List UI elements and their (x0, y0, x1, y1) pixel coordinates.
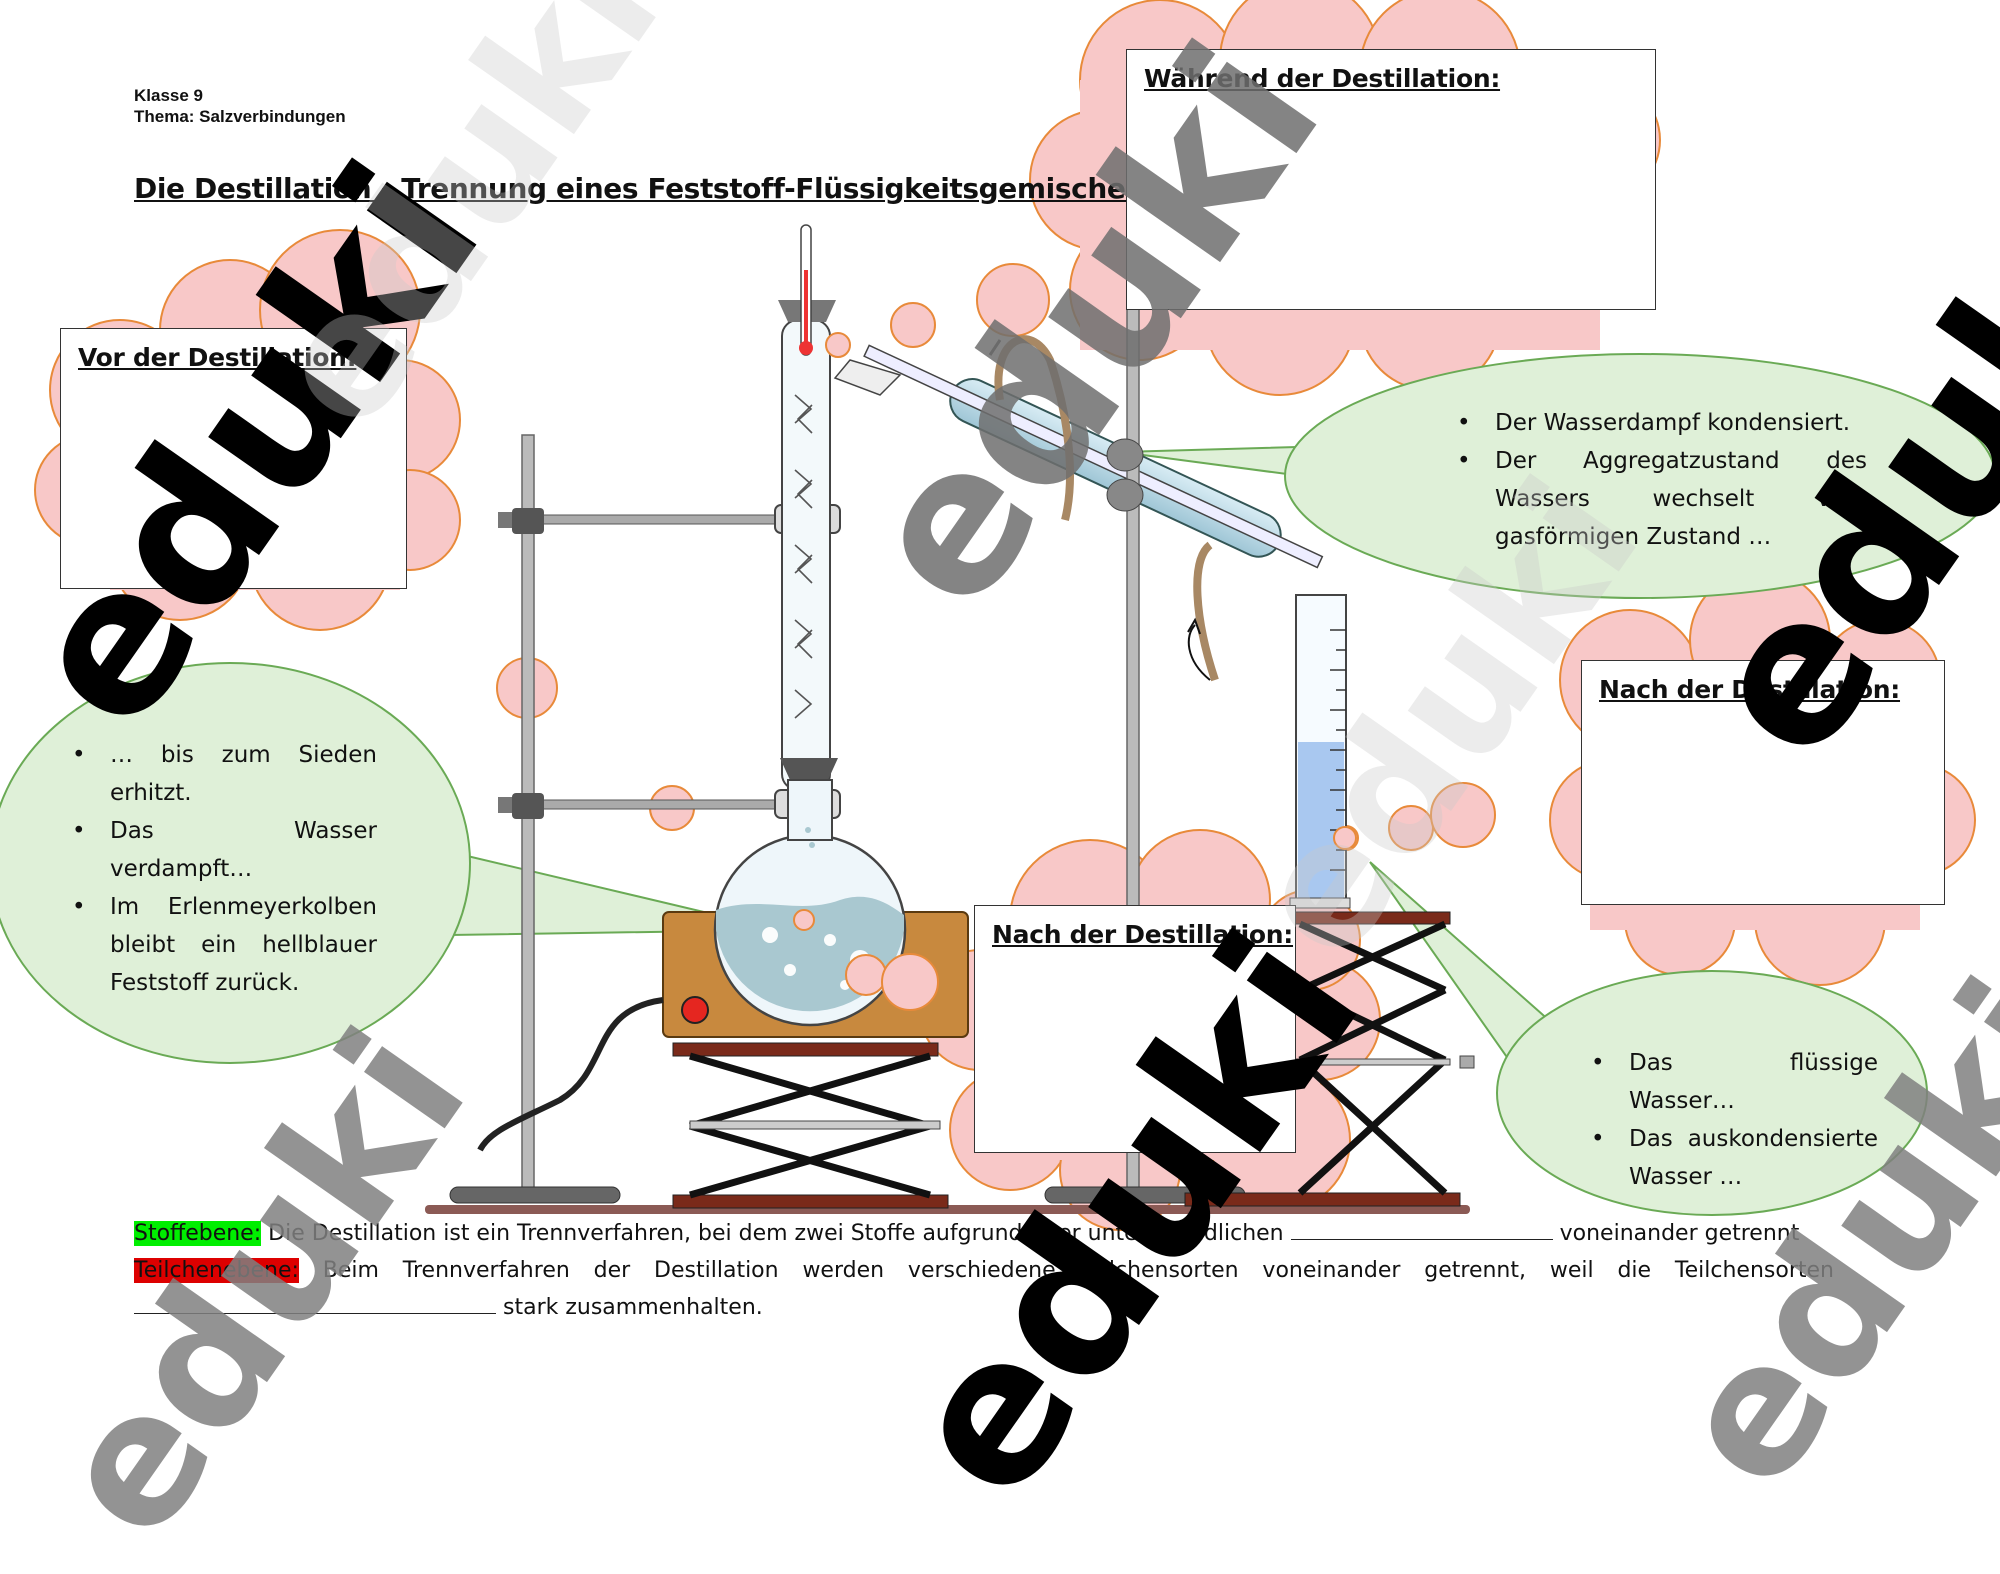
class-label: Klasse 9 (134, 86, 203, 105)
lab-jack-right (1184, 911, 1475, 1207)
box-before-distillation[interactable]: Vor der Destillation: (60, 328, 407, 589)
teilchenebene-text: Beim Trennverfahren der Destillation wer… (322, 1258, 1834, 1283)
list-item: Das flüssige Wasser… (1589, 1044, 1878, 1120)
list-item: Der Wasserdampf kondensiert. (1455, 404, 1867, 442)
teilchenebene-blank[interactable] (134, 1291, 496, 1314)
list-item: Das auskondensierte Wasser … (1589, 1120, 1878, 1196)
box-before-title: Vor der Destillation: (78, 343, 357, 372)
topic-label: Thema: Salzverbindungen (134, 107, 346, 126)
box-after-right-title: Nach der Destillation: (1599, 675, 1901, 704)
stoffebene-label: Stoffebene: (134, 1221, 262, 1246)
page-title: Die Destillation - Trennung eines Festst… (134, 172, 1142, 205)
box-after-center-title: Nach der Destillation: (992, 920, 1294, 949)
bubble-left-list: … bis zum Sieden erhitzt. Das Wasser ver… (70, 736, 377, 1002)
box-after-distillation-right[interactable]: Nach der Destillation: (1581, 660, 1945, 905)
lab-jack-left (672, 1042, 949, 1209)
graduated-cylinder (1289, 594, 1351, 909)
stoffebene-blank[interactable] (1290, 1217, 1553, 1240)
bubble-right-bottom-list: Das flüssige Wasser… Das auskondensierte… (1589, 1044, 1878, 1196)
bubble-right-top-list: Der Wasserdampf kondensiert. Der Aggrega… (1455, 404, 1867, 556)
box-during-distillation[interactable]: Während der Destillation: (1126, 49, 1656, 310)
stoffebene-sentence: Stoffebene: Die Destillation ist ein Tre… (134, 1215, 1834, 1289)
box-during-title: Während der Destillation: (1144, 64, 1501, 93)
list-item: Der Aggregatzustand des Wassers wechselt… (1455, 442, 1867, 556)
distillation-column (778, 224, 838, 791)
stoffebene-text: Die Destillation ist ein Trennverfahren,… (268, 1221, 1284, 1246)
small-dots-front (793, 332, 1357, 1011)
list-item: Das Wasser verdampft… (70, 812, 377, 888)
teilchenebene-line2: stark zusammenhalten. (134, 1289, 1834, 1326)
list-item: … bis zum Sieden erhitzt. (70, 736, 377, 812)
list-item: Im Erlenmeyerkolben bleibt ein hellblaue… (70, 888, 377, 1002)
teilchenebene-end: stark zusammenhalten. (503, 1295, 763, 1320)
teilchenebene-label: Teilchenebene: (134, 1258, 299, 1283)
teilchenebene-sentence: Teilchenebene: Beim Trennverfahren der D… (134, 1252, 1834, 1289)
box-after-distillation-center[interactable]: Nach der Destillation: (974, 905, 1296, 1153)
